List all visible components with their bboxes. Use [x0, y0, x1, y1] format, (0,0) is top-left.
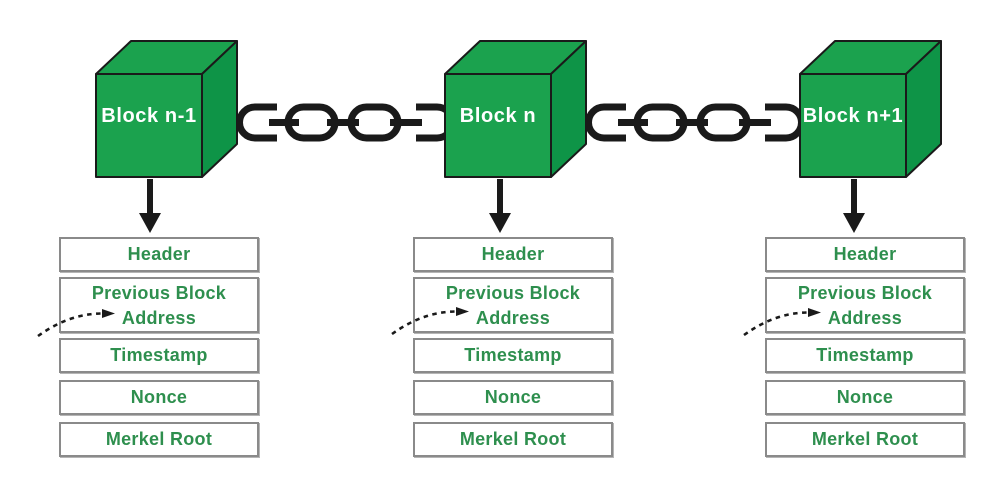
field-label-line-1: Previous Block	[445, 283, 581, 303]
field-merkel-root: Merkel Root	[413, 422, 613, 457]
field-label: Merkel Root	[105, 429, 213, 449]
field-timestamp: Timestamp	[413, 338, 613, 373]
field-label-line-2: Address	[475, 308, 551, 328]
down-arrow-icon	[843, 179, 865, 233]
block-structure-stack-n-1: Header Previous Block Address Timestamp …	[59, 237, 259, 458]
field-merkel-root: Merkel Root	[765, 422, 965, 457]
field-label: Timestamp	[110, 345, 208, 365]
block-structure-stack-n-plus-1: Header Previous Block Address Timestamp …	[765, 237, 965, 458]
field-merkel-root: Merkel Root	[59, 422, 259, 457]
cube-label-block-n-plus-1: Block n+1	[802, 105, 904, 127]
field-label-line-2: Address	[827, 308, 903, 328]
field-previous-block-address: Previous Block Address	[765, 277, 965, 333]
field-label: Nonce	[836, 387, 894, 407]
field-label-line-1: Previous Block	[91, 283, 227, 303]
field-timestamp: Timestamp	[765, 338, 965, 373]
block-structure-stack-n: Header Previous Block Address Timestamp …	[413, 237, 613, 458]
field-previous-block-address: Previous Block Address	[413, 277, 613, 333]
field-label: Nonce	[484, 387, 542, 407]
field-label-line-2: Address	[121, 308, 197, 328]
chain-link-icon	[589, 107, 802, 138]
field-nonce: Nonce	[765, 380, 965, 415]
down-arrow-icon	[489, 179, 511, 233]
field-header: Header	[59, 237, 259, 272]
field-label: Timestamp	[464, 345, 562, 365]
field-label: Header	[481, 244, 545, 264]
field-previous-block-address: Previous Block Address	[59, 277, 259, 333]
down-arrow-icon	[139, 179, 161, 233]
field-label: Merkel Root	[811, 429, 919, 449]
field-label-line-1: Previous Block	[797, 283, 933, 303]
field-header: Header	[765, 237, 965, 272]
field-label: Nonce	[130, 387, 188, 407]
field-timestamp: Timestamp	[59, 338, 259, 373]
field-label: Header	[127, 244, 191, 264]
field-header: Header	[413, 237, 613, 272]
field-label: Merkel Root	[459, 429, 567, 449]
field-nonce: Nonce	[59, 380, 259, 415]
field-nonce: Nonce	[413, 380, 613, 415]
cube-label-block-n: Block n	[459, 105, 537, 127]
chain-link-icon	[240, 107, 453, 138]
field-label: Header	[833, 244, 897, 264]
field-label: Timestamp	[816, 345, 914, 365]
cube-label-block-n-1: Block n-1	[101, 105, 197, 127]
